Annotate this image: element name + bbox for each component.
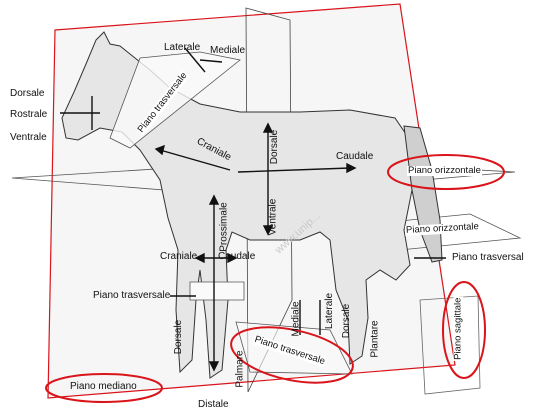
label-piano-trasversale-leg: Piano trasversale <box>93 291 170 301</box>
label-piano-orizzontale-top: Piano orizzontale <box>407 166 482 176</box>
label-craniale-leg: Craniale <box>160 252 197 262</box>
label-dorsale-foreleg: Dorsale <box>174 320 184 354</box>
label-rostrale: Rostrale <box>10 110 47 120</box>
label-piano-trasversal-right: Piano trasversal <box>452 253 524 263</box>
label-distale: Distale <box>198 400 229 410</box>
label-ventrale-belly: Ventrale <box>268 199 278 236</box>
label-laterale-leg: Laterale <box>325 293 335 329</box>
label-dorsale-back: Dorsale <box>270 130 280 164</box>
label-prossimale: Prossimale <box>220 202 230 251</box>
label-mediale-top: Mediale <box>210 46 245 56</box>
transverse-plane-foreleg <box>190 282 244 300</box>
label-dorsale-hindleg: Dorsale <box>342 304 352 338</box>
label-palmare: Palmare <box>236 350 246 387</box>
label-plantare: Plantare <box>371 320 381 357</box>
label-laterale-top: Laterale <box>164 43 200 53</box>
label-mediale-leg: Mediale <box>292 301 302 336</box>
label-piano-mediano: Piano mediano <box>70 382 137 392</box>
label-dorsale-head: Dorsale <box>10 89 44 99</box>
label-caudale-leg: Caudale <box>218 252 255 262</box>
label-caudale-back: Caudale <box>336 152 373 162</box>
label-piano-sagittale: Piano sagittale <box>453 297 463 361</box>
label-ventrale-head: Ventrale <box>10 133 47 143</box>
